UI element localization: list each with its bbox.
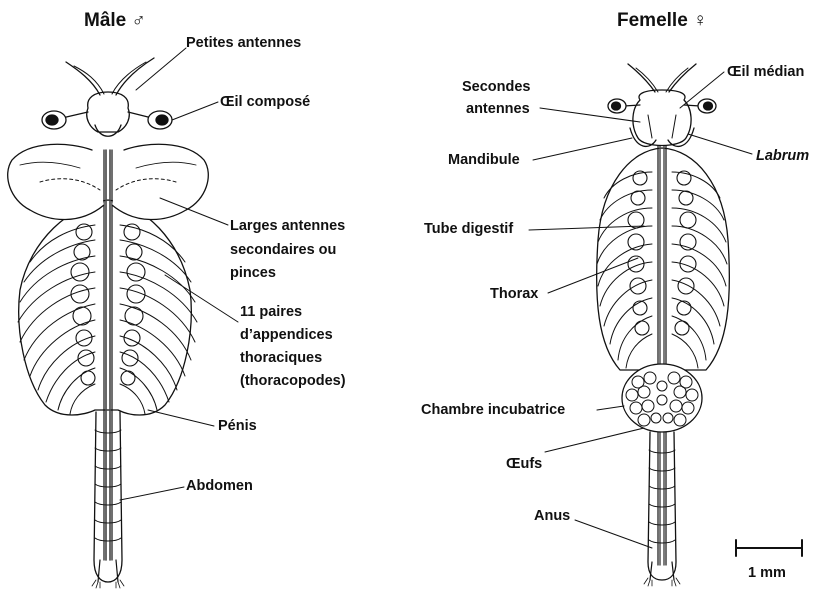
male-thorax-outline [19,200,192,415]
label-paires-4: (thoracopodes) [240,372,346,391]
label-penis: Pénis [218,417,257,436]
label-chambre-incubatrice: Chambre incubatrice [421,401,565,420]
label-secondes-1: Secondes [462,78,531,97]
label-oeil-compose: Œil composé [220,93,310,112]
male-head [87,92,130,132]
label-larges-antennes-1: Larges antennes [230,217,345,236]
label-paires-1: 11 paires [240,303,302,322]
label-petites-antennes: Petites antennes [186,34,301,53]
label-paires-3: thoraciques [240,349,322,368]
label-larges-antennes-3: pinces [230,264,276,283]
female-title: Femelle ♀ [617,10,707,32]
female-brood-pouch [622,364,702,432]
male-abdomen-outline [94,412,122,582]
label-abdomen: Abdomen [186,477,253,496]
female-body-drawing [597,64,730,586]
female-head [633,90,691,146]
label-tube-digestif: Tube digestif [424,220,513,239]
label-oeil-median: Œil médian [727,63,804,82]
male-small-antennae [66,58,154,95]
label-anus: Anus [534,507,570,526]
label-labrum: Labrum [756,147,809,166]
scale-bar-label: 1 mm [748,564,786,583]
label-oeufs: Œufs [506,455,542,474]
female-antennae [628,64,696,92]
label-paires-2: d’appendices [240,326,333,345]
male-body-drawing [8,58,209,588]
label-secondes-2: antennes [466,100,530,119]
label-thorax: Thorax [490,285,538,304]
label-mandibule: Mandibule [448,151,520,170]
label-larges-antennes-2: secondaires ou [230,241,336,260]
female-thorax-outline [597,148,730,370]
scale-bar [736,540,802,556]
male-title: Mâle ♂ [84,10,146,32]
